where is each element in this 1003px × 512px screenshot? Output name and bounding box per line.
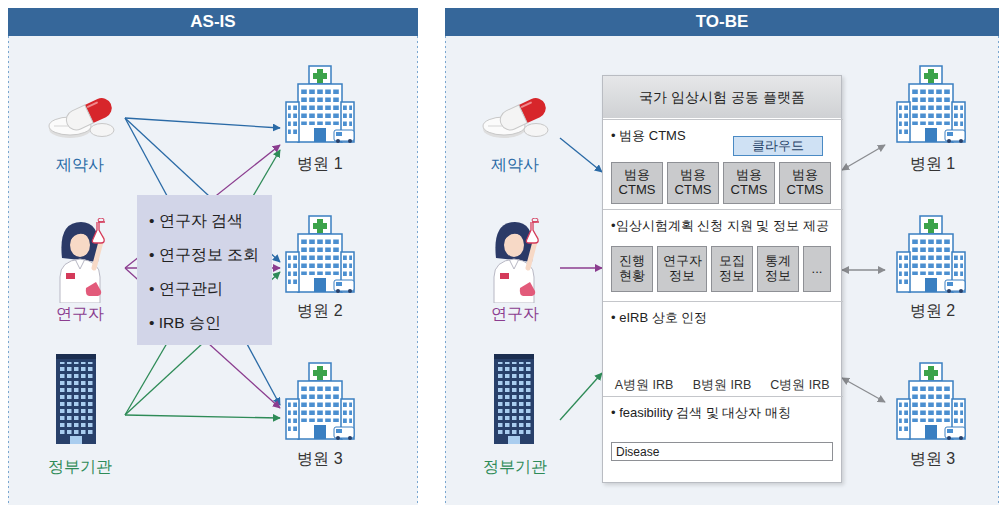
node-text: 연구자 정보 (660, 254, 704, 284)
irb-box: B병원 IRB (685, 338, 759, 394)
node-text: 연구자 (470, 304, 560, 325)
node-text: 국가 임상시험 공동 플랫폼 (603, 76, 841, 118)
platform-box: 국가 임상시험 공동 플랫폼 • 범용 CTMS 클라우드범용 CTMS 범용 CTM… (602, 75, 842, 483)
function-list-box: • 연구자 검색 • 연구정보 조회 • 연구관리 • IRB 승인 (137, 195, 272, 345)
actor-box: 정부기관 (35, 350, 125, 478)
connector-arrow (125, 118, 280, 128)
actor-box: 연구자 (35, 215, 125, 325)
node-text: 범용 CTMS (670, 168, 716, 198)
node-text: • 연구관리 (149, 279, 266, 300)
node-text: 모집 정보 (714, 254, 750, 284)
hospital-box: 병원 3 (280, 357, 360, 470)
connector-arrow (125, 415, 280, 418)
node-text: 범용 CTMS (614, 168, 660, 198)
module-box: 범용 CTMS (611, 162, 663, 204)
node-text: 정부기관 (35, 457, 125, 478)
connector-arrow (560, 373, 602, 420)
node-text: 병원 2 (280, 301, 360, 322)
node-text: 정부기관 (470, 457, 560, 478)
actor-box: 연구자 (470, 215, 560, 325)
node-text: 범용 CTMS (726, 168, 772, 198)
module-box: 범용 CTMS (779, 162, 831, 204)
module-box: 통계 정보 (757, 246, 799, 292)
node-text: 병원 2 (885, 301, 980, 322)
node-text: • IRB 승인 (149, 313, 266, 334)
node-text: 제약사 (35, 155, 125, 176)
hospital-box: 병원 3 (885, 357, 980, 470)
module-box: 진행 현황 (611, 246, 653, 292)
cloud-tag: 클라우드 (733, 136, 823, 156)
hospital-box: 병원 2 (885, 210, 980, 322)
connector-arrow (560, 138, 602, 172)
connector-arrow (125, 118, 280, 405)
node-text: • 연구자 검색 (149, 211, 266, 232)
node-text: 범용 CTMS (782, 168, 828, 198)
platform-section: •임상시험계획 신청 지원 및 정보 제공진행 현황 연구자 정보 모집 정보 통계 … (603, 209, 843, 301)
connector-arrow (560, 267, 602, 268)
node-text: 연구자 (35, 304, 125, 325)
irb-box: A병원 IRB (607, 338, 681, 394)
node-text: 병원 1 (885, 154, 980, 175)
node-text: • eIRB 상호 인정 (611, 309, 707, 327)
connector-arrow (842, 378, 885, 402)
module-box: 범용 CTMS (667, 162, 719, 204)
node-text: 제약사 (470, 155, 560, 176)
node-text: ... (812, 262, 823, 277)
node-text: 병원 1 (280, 154, 360, 175)
node-text: 클라우드 (752, 138, 804, 155)
module-box: 모집 정보 (711, 246, 753, 292)
node-text: 통계 정보 (760, 254, 796, 284)
hospital-box: 병원 2 (280, 210, 360, 322)
node-text: A병원 IRB (607, 377, 681, 394)
actor-box: 정부기관 (470, 350, 560, 478)
module-box: ... (803, 246, 831, 292)
node-text: •임상시험계획 신청 지원 및 정보 제공 (611, 217, 829, 235)
node-text: • feasibility 검색 및 대상자 매칭 (611, 404, 791, 422)
module-box: 범용 CTMS (723, 162, 775, 204)
node-text: 병원 3 (280, 449, 360, 470)
node-text: C병원 IRB (763, 377, 837, 394)
node-text: 병원 3 (885, 449, 980, 470)
actor-box: 제약사 (470, 88, 560, 176)
platform-section: • eIRB 상호 인정 A병원 IRBB병원 IRBC병원 IRB (603, 301, 843, 396)
node-text: AS-IS (190, 12, 235, 32)
node-text: 진행 현황 (614, 254, 650, 284)
node-text: • 연구정보 조회 (149, 245, 266, 266)
platform-section: • feasibility 검색 및 대상자 매칭 Disease (603, 396, 843, 483)
node-text: Disease (616, 445, 659, 459)
hospital-box: 병원 1 (885, 60, 980, 175)
hospital-box: 병원 1 (280, 60, 360, 175)
search-field: Disease (611, 442, 833, 461)
connector-arrow (842, 269, 885, 270)
platform-section: • 범용 CTMS 클라우드범용 CTMS 범용 CTMS 범용 CTMS 범용 CTM… (603, 119, 843, 209)
actor-box: 제약사 (35, 88, 125, 176)
node-text: • 범용 CTMS (611, 127, 686, 145)
connector-arrow (842, 145, 885, 170)
connector-arrow (125, 150, 280, 415)
panel-header: TO-BE (445, 8, 999, 36)
panel-header: AS-IS (8, 8, 418, 36)
node-text: B병원 IRB (685, 377, 759, 394)
node-text: TO-BE (696, 12, 749, 32)
irb-box: C병원 IRB (763, 338, 837, 394)
module-box: 연구자 정보 (657, 246, 707, 292)
